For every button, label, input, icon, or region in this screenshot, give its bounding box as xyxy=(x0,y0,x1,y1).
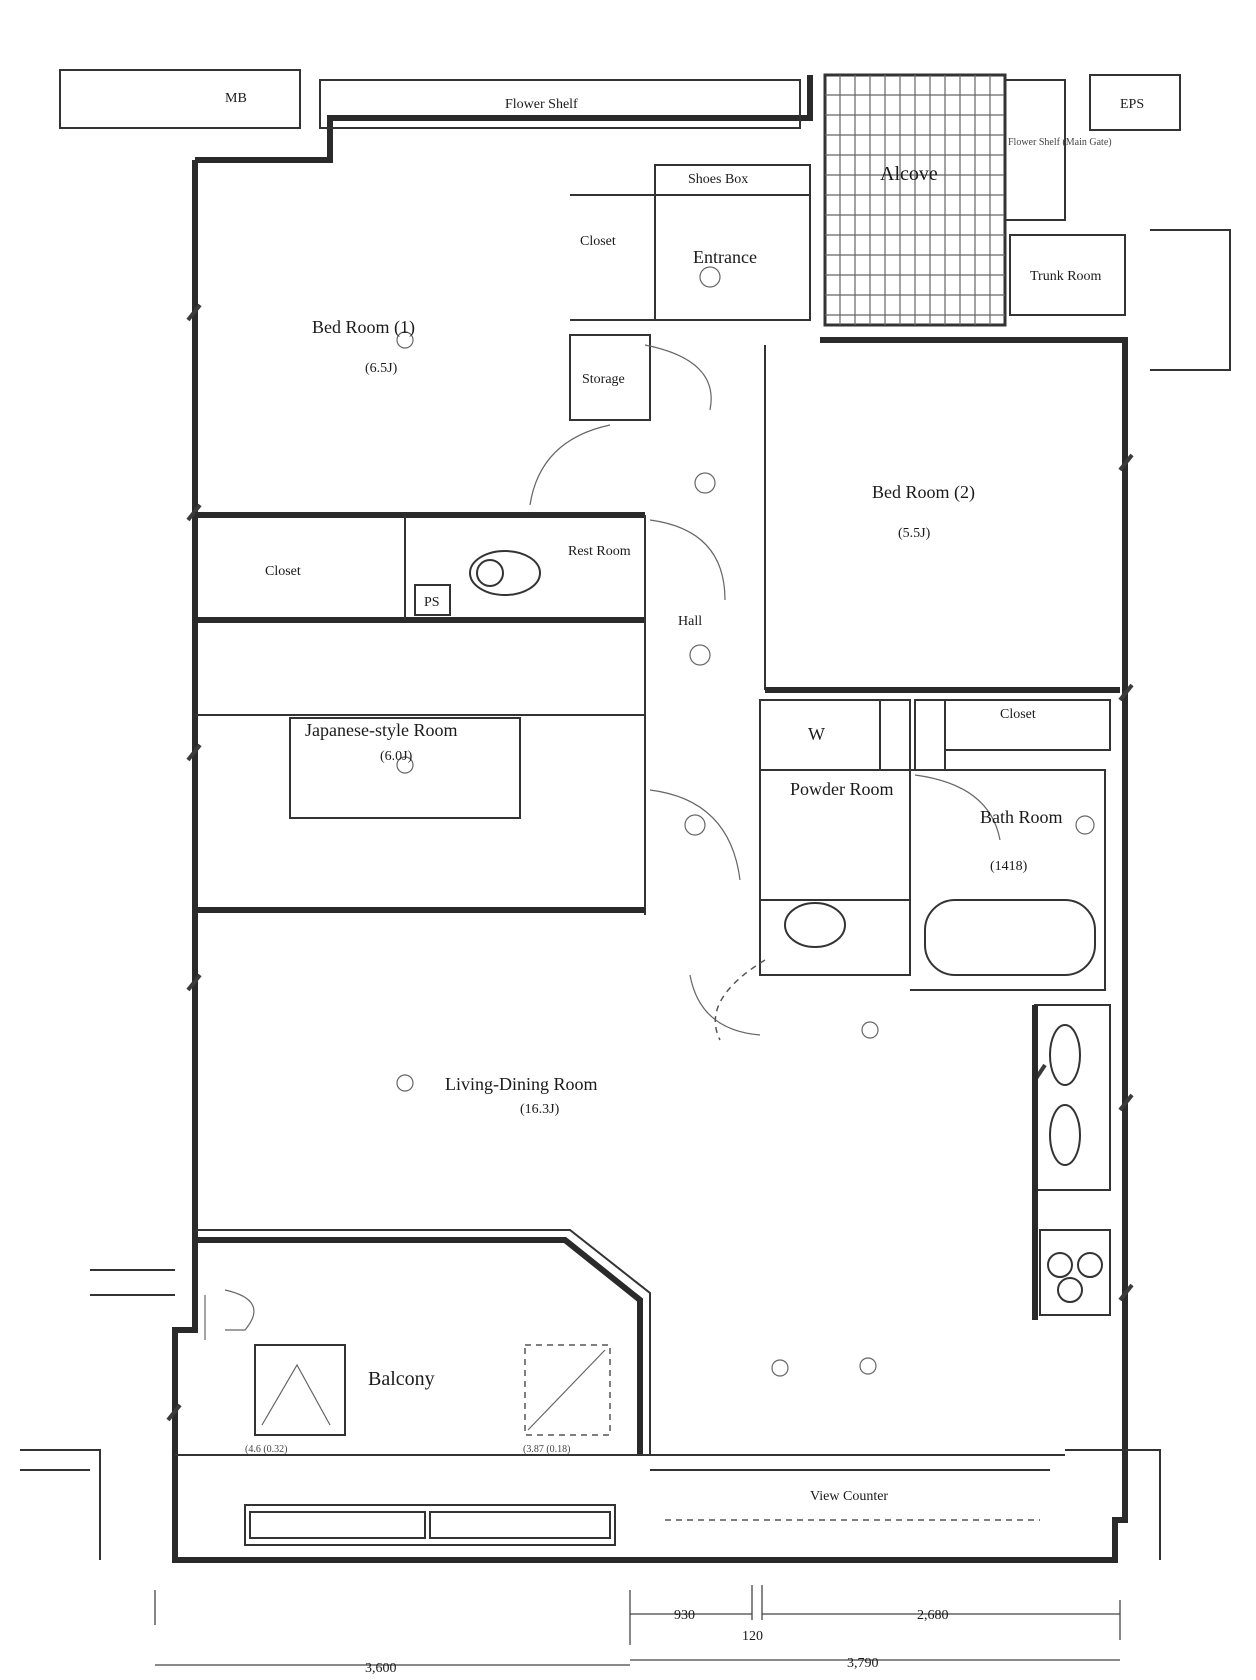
interior-walls xyxy=(195,164,1120,1320)
label-storage: Storage xyxy=(582,372,625,387)
label-view-counter: View Counter xyxy=(810,1489,888,1504)
label-balcony-note-left: (4.6 (0.32) xyxy=(245,1444,288,1455)
fixtures xyxy=(396,266,1103,1377)
dim-120: 120 xyxy=(742,1629,763,1644)
dimension-lines: 930 120 2,680 3,600 3,790 xyxy=(154,1585,1121,1676)
label-closet-right: Closet xyxy=(1000,707,1036,722)
label-shoes-box: Shoes Box xyxy=(688,172,748,187)
label-powder-room: Powder Room xyxy=(790,779,894,799)
dim-3790: 3,790 xyxy=(847,1656,879,1671)
label-closet-left: Closet xyxy=(265,564,301,579)
label-living-dining-area: (16.3J) xyxy=(520,1102,560,1117)
alcove-grid xyxy=(823,73,1126,327)
exterior-walls xyxy=(20,69,1231,1563)
wall-hatching xyxy=(166,303,1134,1422)
label-hall: Hall xyxy=(678,614,702,629)
dim-930: 930 xyxy=(674,1608,695,1623)
label-bedroom-1-area: (6.5J) xyxy=(365,361,398,376)
label-flower-shelf-main-gate: Flower Shelf (Main Gate) xyxy=(1008,137,1112,148)
label-trunk-room: Trunk Room xyxy=(1030,269,1102,284)
label-bedroom-1: Bed Room (1) xyxy=(312,317,415,338)
balcony-walls xyxy=(175,1229,1065,1546)
label-ps: PS xyxy=(424,595,440,610)
label-alcove: Alcove xyxy=(880,163,938,185)
label-balcony: Balcony xyxy=(368,1368,435,1390)
label-balcony-note-right: (3.87 (0.18) xyxy=(523,1444,571,1455)
room-labels: MB Flower Shelf EPS Shoes Box Alcove Flo… xyxy=(225,91,1144,1504)
label-bath-room: Bath Room xyxy=(980,807,1063,827)
door-swings xyxy=(529,344,1001,1041)
label-rest-room: Rest Room xyxy=(568,544,631,559)
label-entrance: Entrance xyxy=(693,247,757,267)
label-bedroom-2-area: (5.5J) xyxy=(898,526,931,541)
label-japanese-room: Japanese-style Room xyxy=(305,720,457,740)
label-closet-entrance: Closet xyxy=(580,234,616,249)
label-bath-room-area: (1418) xyxy=(990,859,1028,874)
label-w: W xyxy=(808,724,825,744)
label-japanese-room-area: (6.0J) xyxy=(380,749,413,764)
label-flower-shelf: Flower Shelf xyxy=(505,97,578,112)
label-eps: EPS xyxy=(1120,97,1144,112)
label-living-dining: Living-Dining Room xyxy=(445,1074,598,1094)
dim-3600: 3,600 xyxy=(365,1661,397,1676)
label-bedroom-2: Bed Room (2) xyxy=(872,482,975,503)
dim-2680: 2,680 xyxy=(917,1608,949,1623)
label-mb: MB xyxy=(225,91,247,106)
